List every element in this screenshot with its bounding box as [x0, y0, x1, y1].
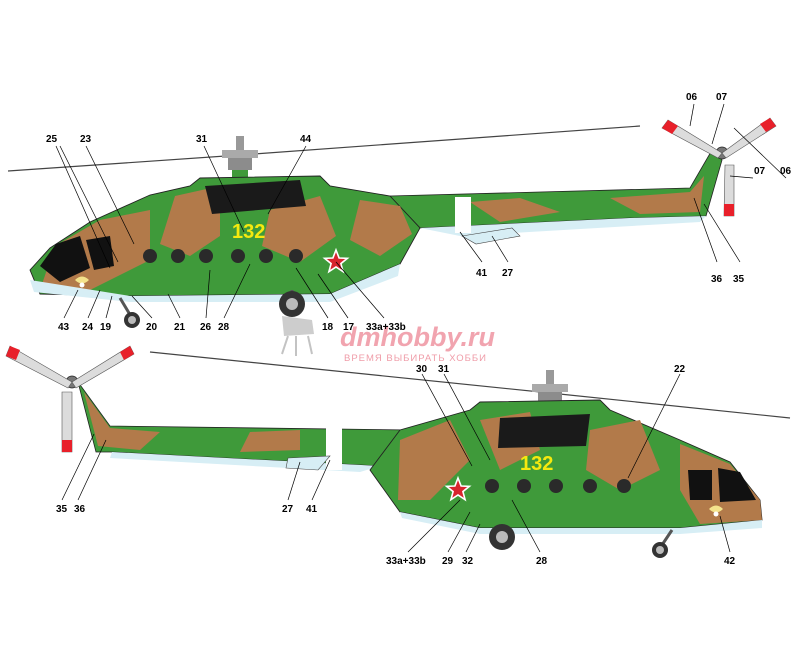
callout-label: 22: [674, 364, 686, 375]
callout-label: 06: [780, 166, 792, 177]
callout-label: 30: [416, 364, 428, 375]
cockpit-window: [40, 236, 90, 282]
tail-camo-patch: [470, 198, 560, 222]
tail-camo-patch: [610, 176, 704, 214]
tail-white-band: [455, 197, 471, 233]
tail-white-band: [326, 428, 342, 470]
callout-label: 17: [343, 322, 355, 333]
unit-emblem: [75, 276, 89, 288]
fuselage-camo-patch: [262, 196, 336, 262]
callout-label: 06: [686, 92, 698, 103]
porthole-row: [485, 479, 631, 493]
watermark-chair-logo: [281, 316, 314, 356]
callout-label: 23: [80, 134, 92, 145]
callout-label: 29: [442, 556, 454, 567]
callout-label: 42: [724, 556, 736, 567]
callout-label: 31: [196, 134, 208, 145]
callout-labels: 25 23 31 44 06 07 07 06 41 27 36 35 43 2…: [46, 92, 792, 567]
main-rotor-head: [532, 370, 568, 404]
cockpit-window: [688, 470, 712, 500]
fuselage-camo-patch: [160, 186, 220, 256]
tail-camo-patch: [240, 430, 300, 452]
tail-rotor: [5, 345, 135, 453]
callout-label: 33a+33b: [366, 322, 406, 333]
callout-label: 43: [58, 322, 70, 333]
fuselage-camo-patch: [586, 420, 660, 490]
tail-rotor: [661, 117, 777, 217]
fuselage-camo-patch: [350, 200, 412, 256]
callout-label: 41: [476, 268, 488, 279]
callout-label: 33a+33b: [386, 556, 426, 567]
callout-label: 27: [502, 268, 514, 279]
callout-label: 36: [711, 274, 723, 285]
main-rotor-blade-rear: [239, 125, 641, 156]
callout-label: 20: [146, 322, 158, 333]
callout-label: 35: [56, 504, 68, 515]
callout-label: 24: [82, 322, 94, 333]
tail-number: 132: [520, 453, 553, 475]
stabilizer: [461, 227, 521, 245]
cockpit-window: [718, 468, 756, 502]
callout-label: 28: [218, 322, 230, 333]
main-rotor-blade-front: [549, 392, 791, 419]
callout-label: 19: [100, 322, 112, 333]
engine-intake: [205, 180, 306, 214]
callout-label: 18: [322, 322, 334, 333]
callout-label: 07: [716, 92, 728, 103]
callout-label: 21: [174, 322, 186, 333]
landing-gear: [489, 524, 674, 558]
porthole-row: [143, 249, 303, 263]
main-rotor-blade-front: [7, 154, 241, 172]
callout-label: 44: [300, 134, 312, 145]
stabilizer: [285, 455, 331, 471]
callout-label: 36: [74, 504, 86, 515]
fuselage-camo-patch: [398, 420, 470, 500]
watermark-brand: dmhobby.ru: [340, 322, 495, 352]
callout-label: 27: [282, 504, 294, 515]
tail-number: 132: [232, 221, 265, 243]
callout-label: 25: [46, 134, 58, 145]
callout-label: 31: [438, 364, 450, 375]
callout-leaders: [55, 103, 787, 553]
tail-camo-patch: [84, 392, 160, 450]
main-rotor-head: [222, 136, 258, 178]
callout-label: 35: [733, 274, 745, 285]
engine-intake: [498, 414, 590, 448]
callout-label: 28: [536, 556, 548, 567]
helicopter-right-side-view: 132: [5, 345, 791, 558]
watermark: dmhobby.ru ВРЕМЯ ВЫБИРАТЬ ХОББИ: [281, 316, 495, 364]
landing-gear: [118, 290, 305, 328]
callout-label: 32: [462, 556, 474, 567]
callout-label: 26: [200, 322, 212, 333]
fuselage-belly: [400, 512, 762, 534]
unit-emblem: [709, 505, 723, 517]
helicopter-left-side-view: 132: [7, 117, 777, 328]
watermark-slogan: ВРЕМЯ ВЫБИРАТЬ ХОББИ: [344, 353, 487, 364]
callout-label: 41: [306, 504, 318, 515]
callout-label: 07: [754, 166, 766, 177]
main-rotor-blade-rear: [149, 351, 551, 394]
tail-boom: [389, 149, 723, 229]
